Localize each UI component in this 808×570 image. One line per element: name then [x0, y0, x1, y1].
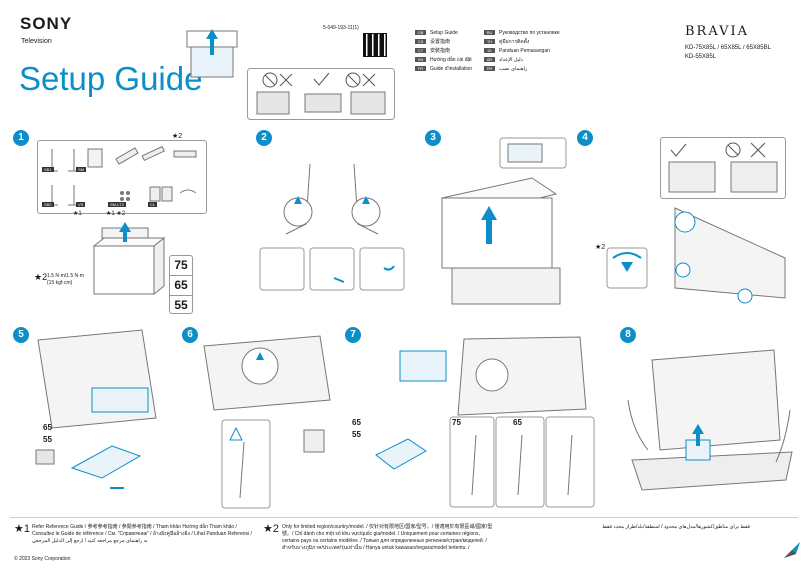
step-4-badge: 4: [577, 130, 593, 146]
step-3-unpack-illustration: [440, 137, 567, 305]
unbox-top-illustration: [186, 29, 238, 78]
step-4-star: ★2: [595, 244, 606, 251]
model-list: KD-75X85L / 65X85L / 65X85BL KD-55X85L: [685, 45, 771, 60]
step-4-do-dont-panel: [660, 137, 786, 199]
part-label-sb2: SB2: [42, 202, 54, 207]
step-1-parts-panel: [37, 140, 207, 214]
handling-do-dont-illustration: [247, 68, 395, 120]
step-2-badge: 2: [256, 130, 272, 146]
part-label-cl: CL: [148, 202, 158, 207]
page-title: Setup Guide: [19, 60, 203, 97]
step-1-star-note: ★2: [172, 133, 183, 140]
step-4-tv-illustration: [606, 207, 786, 304]
part-label-sb1: SB1: [42, 167, 54, 172]
step-7-size-55: 55: [352, 430, 361, 439]
sony-logo: SONY: [20, 14, 73, 33]
step-7-size-75: 75: [452, 418, 461, 427]
torque-star: ★2: [34, 272, 48, 282]
step-2-stand-illustration: [259, 163, 405, 291]
step-1-box-illustration: [92, 222, 166, 296]
part-label-vs: VS: [76, 202, 86, 207]
copyright: © 2023 Sony Corporation: [14, 556, 71, 562]
product-type: Television: [21, 38, 52, 45]
step-3-badge: 3: [425, 130, 441, 146]
star-mark-1-2: ★1 ★2: [106, 211, 126, 217]
footer-star-2: ★2: [263, 523, 279, 535]
size-75: 75: [170, 256, 192, 276]
footer-star-2-arabic: فقط برای مناطق/کشورها/مدل‌های محدود / لم…: [602, 524, 750, 530]
screen-size-list: 75 65 55: [169, 255, 193, 314]
step-6-badge: 6: [182, 327, 198, 343]
size-55: 55: [174, 298, 188, 312]
step-7-size-65b: 65: [513, 418, 522, 427]
step-5-badge: 5: [13, 327, 29, 343]
step-7-size-65: 65: [352, 418, 361, 427]
brand-name: BRAVIA: [685, 24, 749, 39]
torque-spec: 1.5 N·m/1.5 N·m {15 kgf·cm}: [47, 273, 84, 286]
step-6-illustration: [203, 335, 331, 509]
part-label-sm-lt2: SM-LT2: [108, 202, 126, 207]
step-5-size-65: 65: [43, 423, 52, 432]
step-8-illustration: [627, 349, 793, 491]
step-5-illustration: [35, 329, 157, 489]
star-mark-1: ★1: [73, 211, 82, 217]
footer-star-2-text: Only for limited region/country/model. /…: [282, 524, 493, 551]
step-7-badge: 7: [345, 327, 361, 343]
step-8-badge: 8: [620, 327, 636, 343]
step-4-do-dont-illustration: [668, 142, 778, 193]
footer-star-1-text: Refer Reference Guide / 参考参考指南 / 参閱參考指南 …: [32, 524, 252, 544]
size-65: 65: [170, 276, 192, 296]
step-1-badge: 1: [13, 130, 29, 146]
footer-star-1: ★1: [14, 523, 30, 535]
part-label-sm: SM: [76, 167, 86, 172]
document-number: 5-049-193-11(1): [323, 25, 359, 31]
step-5-size-55: 55: [43, 435, 52, 444]
qr-code[interactable]: [363, 33, 387, 57]
step-7-illustration: [375, 336, 595, 508]
corner-flag-icon: [784, 542, 800, 558]
footer-divider: [10, 517, 798, 518]
